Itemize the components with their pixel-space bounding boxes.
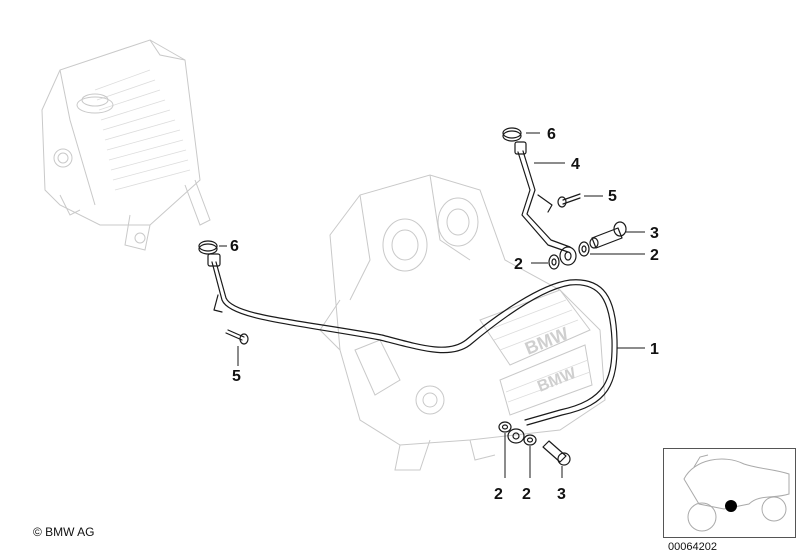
- banjo-fitting-lower: [507, 428, 525, 444]
- screw-lower: [225, 329, 249, 345]
- engine-illustration: BMW BMW: [319, 174, 606, 471]
- oil-cooler-illustration: [41, 39, 211, 251]
- seal-ring-upper-left: [548, 254, 560, 270]
- banjo-fitting-upper: [559, 246, 577, 266]
- callout-3-lower: 3: [557, 486, 566, 503]
- callout-2-upper-right: 2: [650, 247, 659, 264]
- callout-2-lower-left: 2: [494, 486, 503, 503]
- location-thumbnail: [663, 448, 796, 538]
- hollow-bolt-lower: [542, 440, 571, 466]
- oil-line-4: [514, 141, 571, 253]
- reference-number: 00064202: [668, 541, 717, 553]
- callout-2-upper-left: 2: [514, 256, 523, 273]
- callout-4: 4: [571, 156, 580, 173]
- callouts: 6 4 5 3 2 2 1 6 5 2 2 3: [230, 126, 659, 503]
- hollow-bolt-upper: [589, 221, 627, 249]
- callout-5-lower: 5: [232, 368, 241, 385]
- callout-6-upper: 6: [547, 126, 556, 143]
- seal-ring-lower-left: [498, 421, 512, 433]
- motorcycle-silhouette-icon: [683, 454, 790, 532]
- copyright-label: © BMW AG: [33, 525, 95, 539]
- callout-1: 1: [650, 341, 659, 358]
- screw-upper: [557, 193, 581, 208]
- engine-logo-lettering-lower: BMW: [535, 365, 579, 396]
- callout-2-lower-right: 2: [522, 486, 531, 503]
- location-marker: [725, 500, 737, 512]
- callout-5-upper: 5: [608, 188, 617, 205]
- oil-line-1: [207, 253, 618, 426]
- callout-3-upper: 3: [650, 225, 659, 242]
- seal-ring-upper-right: [578, 241, 590, 257]
- hose-clamp-lower: [198, 240, 218, 255]
- hose-clamp-upper: [502, 127, 522, 142]
- leader-lines: [219, 132, 645, 478]
- callout-6-lower: 6: [230, 238, 239, 255]
- seal-ring-lower-right: [523, 434, 537, 446]
